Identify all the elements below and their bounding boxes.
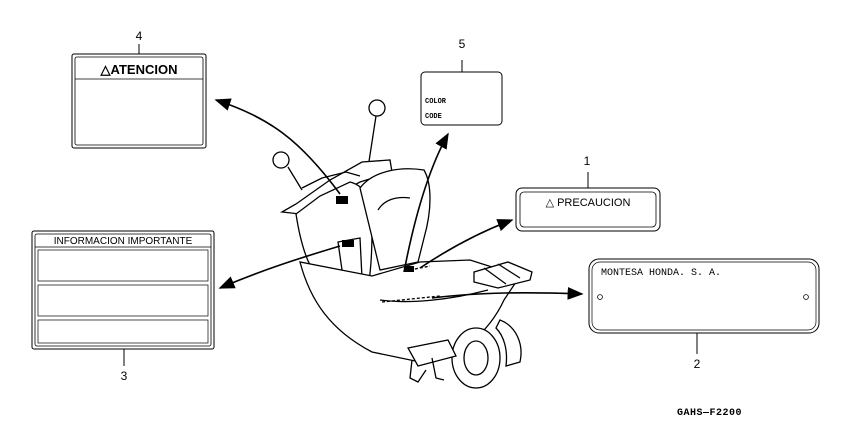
- callout-3: 3: [121, 369, 128, 383]
- label-1-precaucion: △ PRECAUCION 1: [515, 154, 661, 232]
- label-1-text: △ PRECAUCION: [546, 197, 631, 209]
- label-2-montesa-honda: MONTESA HONDA. S. A. 2: [588, 258, 820, 371]
- callout-1: 1: [584, 154, 591, 168]
- label-4-atencion: △ATENCION 4: [71, 29, 207, 149]
- label-5-color: COLOR: [425, 98, 447, 106]
- leader-arrows: [214, 98, 584, 300]
- arrow-to-label-5: [403, 132, 449, 273]
- label-2-text: MONTESA HONDA. S. A.: [601, 268, 721, 279]
- label-5-code: CODE: [425, 113, 442, 121]
- label-5-color-code: COLOR CODE 5: [420, 37, 503, 126]
- callout-2: 2: [694, 357, 701, 371]
- scooter-illustration: [272, 99, 533, 389]
- arrow-to-label-4: [214, 98, 341, 195]
- label-3-informacion-importante: INFORMACION IMPORTANTE 3: [31, 230, 215, 383]
- label-3-text: INFORMACION IMPORTANTE: [54, 236, 193, 247]
- callout-5: 5: [459, 37, 466, 51]
- callout-4: 4: [136, 29, 143, 43]
- figure-code: GAHS—F2200: [677, 408, 743, 419]
- arrow-to-label-2: [431, 287, 584, 300]
- arrow-to-label-3: [218, 245, 341, 289]
- label-4-text: △ATENCION: [100, 62, 178, 77]
- arrow-to-label-1: [419, 219, 514, 269]
